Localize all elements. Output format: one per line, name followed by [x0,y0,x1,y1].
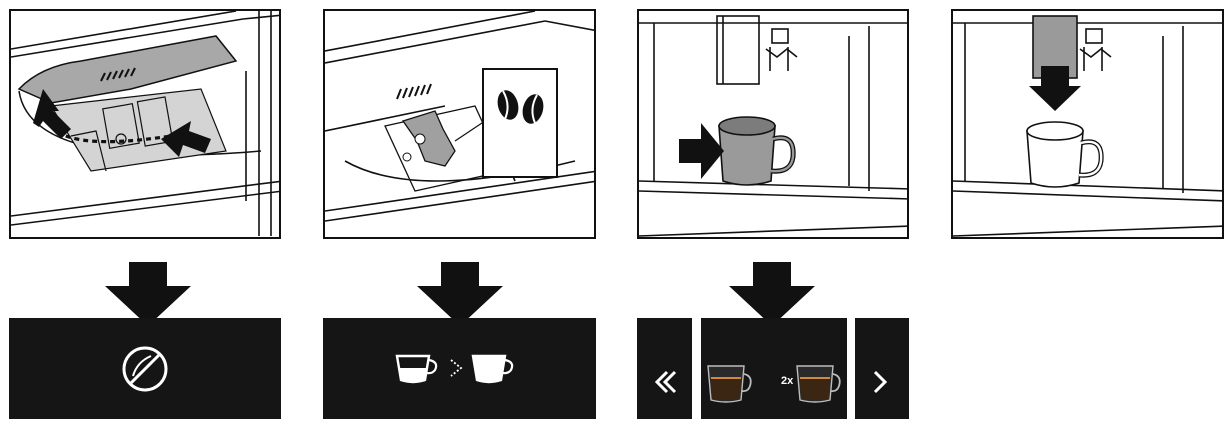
display-espresso-selection: 2x [701,318,847,419]
multiplier-label: 2x [781,375,794,387]
arrow-right-icon [450,359,463,377]
espresso-cup-icon [707,365,752,403]
half-cup-icon [395,354,438,384]
hopper-lid [17,35,238,104]
lower-spout-arrow-icon [1029,66,1081,111]
display-no-beans [9,318,281,419]
cup [1026,121,1104,188]
step-1-illustration [9,9,281,239]
down-arrow-icon [105,262,191,326]
display-cup-size [323,318,596,419]
cup [718,116,796,186]
double-espresso-cup-icon [796,365,841,403]
coffee-bean-icon [497,90,544,124]
no-beans-icon [122,346,168,392]
chevron-left-double-icon [654,370,677,394]
down-arrow-icon [729,262,815,326]
rotate-arrow-icon [161,121,211,157]
step-2-illustration [323,9,596,239]
display-nav-right [855,318,909,419]
down-arrow-icon [417,262,503,326]
display-nav-left [637,318,692,419]
open-arrow-icon [33,89,71,139]
step-4-illustration [951,9,1224,239]
insert-cup-arrow-icon [679,123,724,179]
step-3-illustration [637,9,909,239]
full-cup-icon [471,354,514,384]
chevron-right-icon [873,370,888,394]
coffee-beans-inset [482,68,558,178]
bean-pile [401,110,456,167]
